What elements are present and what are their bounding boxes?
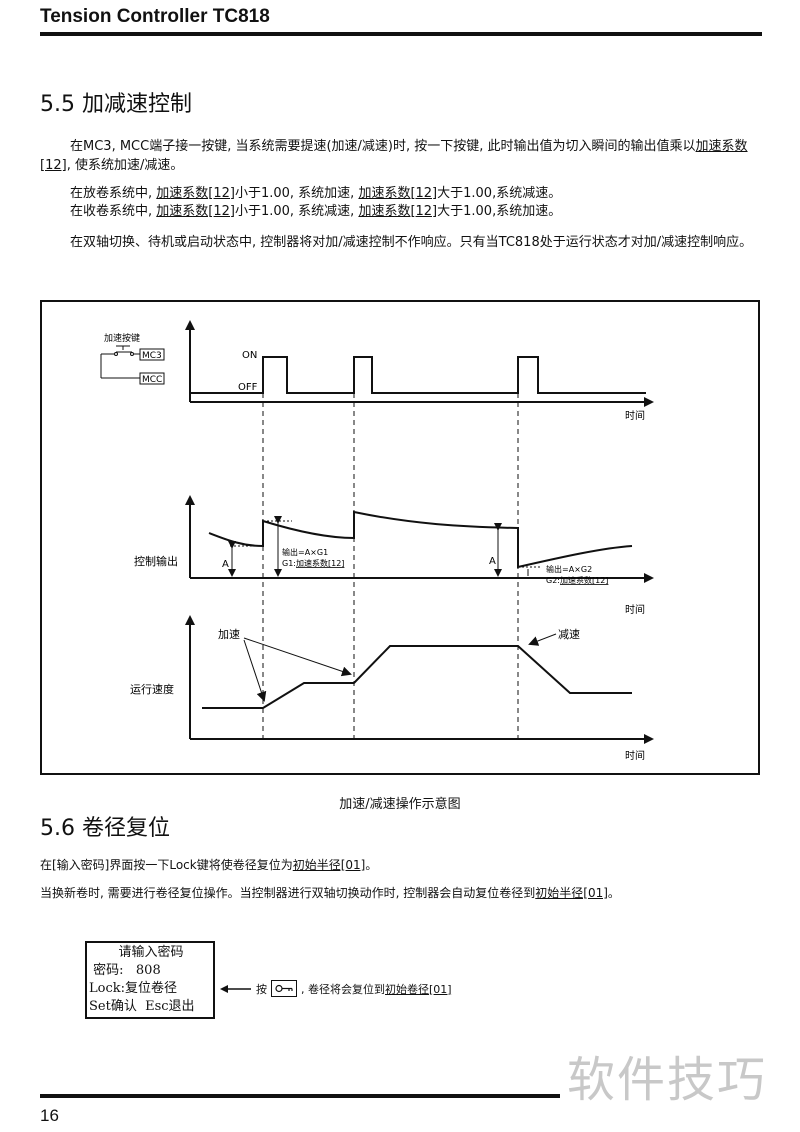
on-label: ON	[242, 350, 257, 361]
a-label-1: A	[222, 559, 229, 570]
text: 在MC3, MCC端子接一按键, 当系统需要提速(加速/减速)时, 按一下按键,…	[70, 139, 696, 154]
text: 大于1.00,系统减速。	[437, 186, 562, 201]
accel-arrow-2	[243, 637, 352, 677]
text: 大于1.00,系统加速。	[437, 204, 562, 219]
section-5-5-title: 5.5 加减速控制	[40, 92, 192, 117]
text: 在放卷系统中,	[70, 186, 157, 201]
time-label-3: 时间	[625, 749, 645, 762]
accel-label: 加速	[218, 628, 240, 641]
speed-label: 运行速度	[130, 682, 174, 696]
timing-diagram-svg: 加速按键 MC3 MCC ON OFF 时间 控制输出	[100, 320, 654, 762]
lock-key-icon	[271, 980, 297, 997]
lock-hint: 按 , 卷径将会复位到初始卷径[01]	[220, 980, 452, 997]
control-output-curve	[208, 510, 633, 569]
sec55-paragraph-4: 在双轴切换、待机或启动状态中, 控制器将对加/减速控制不作响应。只有当TC818…	[70, 235, 753, 250]
g1-def-prefix: G1:	[282, 559, 296, 568]
text: 当换新卷时, 需要进行卷径复位操作。当控制器进行双轴切换动作时, 控制器会自动复…	[40, 886, 536, 900]
lcd-line-4: Set确认 Esc退出	[89, 999, 195, 1014]
accel-arrow-1	[243, 639, 267, 702]
watermark: 软件技巧	[567, 1052, 768, 1108]
accel-decel-diagram: 加速按键 MC3 MCC ON OFF 时间 控制输出	[40, 300, 760, 775]
sec56-paragraph-1: 在[输入密码]界面按一下Lock键将使卷径复位为初始半径[01]。	[40, 856, 762, 875]
section-5-6-title: 5.6 卷径复位	[40, 816, 170, 841]
sec55-paragraph-1: 在MC3, MCC端子接一按键, 当系统需要提速(加速/减速)时, 按一下按键,…	[40, 137, 762, 175]
text: 小于1.00, 系统减速,	[234, 204, 359, 219]
g1-def: G1:加速系数[12]	[282, 558, 344, 568]
decel-label: 减速	[558, 628, 580, 641]
lcd-display: 请输入密码 密码: 808 Lock:复位卷径 Set确认 Esc退出	[85, 941, 215, 1019]
sec56-paragraph-2: 当换新卷时, 需要进行卷径复位操作。当控制器进行双轴切换动作时, 控制器会自动复…	[40, 884, 762, 903]
terminal-mc3: MC3	[142, 351, 162, 361]
text: 在[输入密码]界面按一下Lock键将使卷径复位为	[40, 858, 293, 872]
time-label-2: 时间	[625, 603, 645, 616]
g2-formula: 输出=A×G2	[546, 564, 592, 574]
text: 在收卷系统中,	[70, 204, 157, 219]
sec55-paragraph-2: 在放卷系统中, 加速系数[12]小于1.00, 系统加速, 加速系数[12]大于…	[40, 184, 762, 203]
g1-formula: 输出=A×G1	[282, 547, 328, 557]
footer-rule	[40, 1094, 560, 1098]
left-arrow-icon	[220, 984, 251, 993]
speed-curve	[202, 645, 632, 709]
param-link: 加速系数[12]	[156, 204, 235, 219]
lcd-line-1: 请输入密码	[118, 945, 184, 960]
switch-icon	[100, 345, 165, 385]
g2-def-param: 加速系数[12]	[560, 575, 608, 585]
text: 小于1.00, 系统加速,	[234, 186, 359, 201]
sec55-paragraph-3: 在收卷系统中, 加速系数[12]小于1.00, 系统减速, 加速系数[12]大于…	[40, 202, 762, 221]
param-link: 加速系数[12]	[40, 139, 748, 173]
event-markers	[262, 393, 519, 739]
param-link: 加速系数[12]	[358, 186, 438, 201]
lcd-line-3: Lock:复位卷径	[89, 981, 177, 996]
button-pulse-trace	[190, 356, 646, 394]
lcd-line-2: 密码: 808	[89, 963, 161, 978]
text: 。	[365, 858, 378, 872]
control-output-label: 控制输出	[134, 554, 178, 568]
g2-def-prefix: G2:	[546, 576, 560, 585]
off-label: OFF	[238, 382, 258, 393]
header-rule	[40, 32, 762, 36]
g1-def-param: 加速系数[12]	[296, 558, 344, 568]
param-link: 加速系数[12]	[156, 186, 235, 201]
decel-arrow	[528, 633, 557, 646]
text: 。	[607, 886, 620, 900]
a-label-2: A	[489, 556, 496, 567]
hint-text: , 卷径将会复位到	[301, 982, 385, 996]
doc-header-title: Tension Controller TC818	[40, 6, 270, 27]
g2-def: G2:加速系数[12]	[546, 575, 608, 585]
time-label-1: 时间	[625, 409, 645, 422]
text: , 使系统加速/减速。	[66, 158, 184, 173]
key-label: 加速按键	[104, 332, 140, 344]
hint-param: 初始卷径[01]	[385, 982, 452, 996]
hint-press: 按	[256, 982, 267, 996]
param-link: 初始半径[01]	[292, 858, 366, 872]
param-link: 初始半径[01]	[535, 886, 608, 900]
diagram-caption: 加速/减速操作示意图	[339, 797, 461, 812]
param-link: 加速系数[12]	[358, 204, 438, 219]
page-number: 16	[40, 1106, 59, 1125]
terminal-mcc: MCC	[142, 375, 162, 385]
